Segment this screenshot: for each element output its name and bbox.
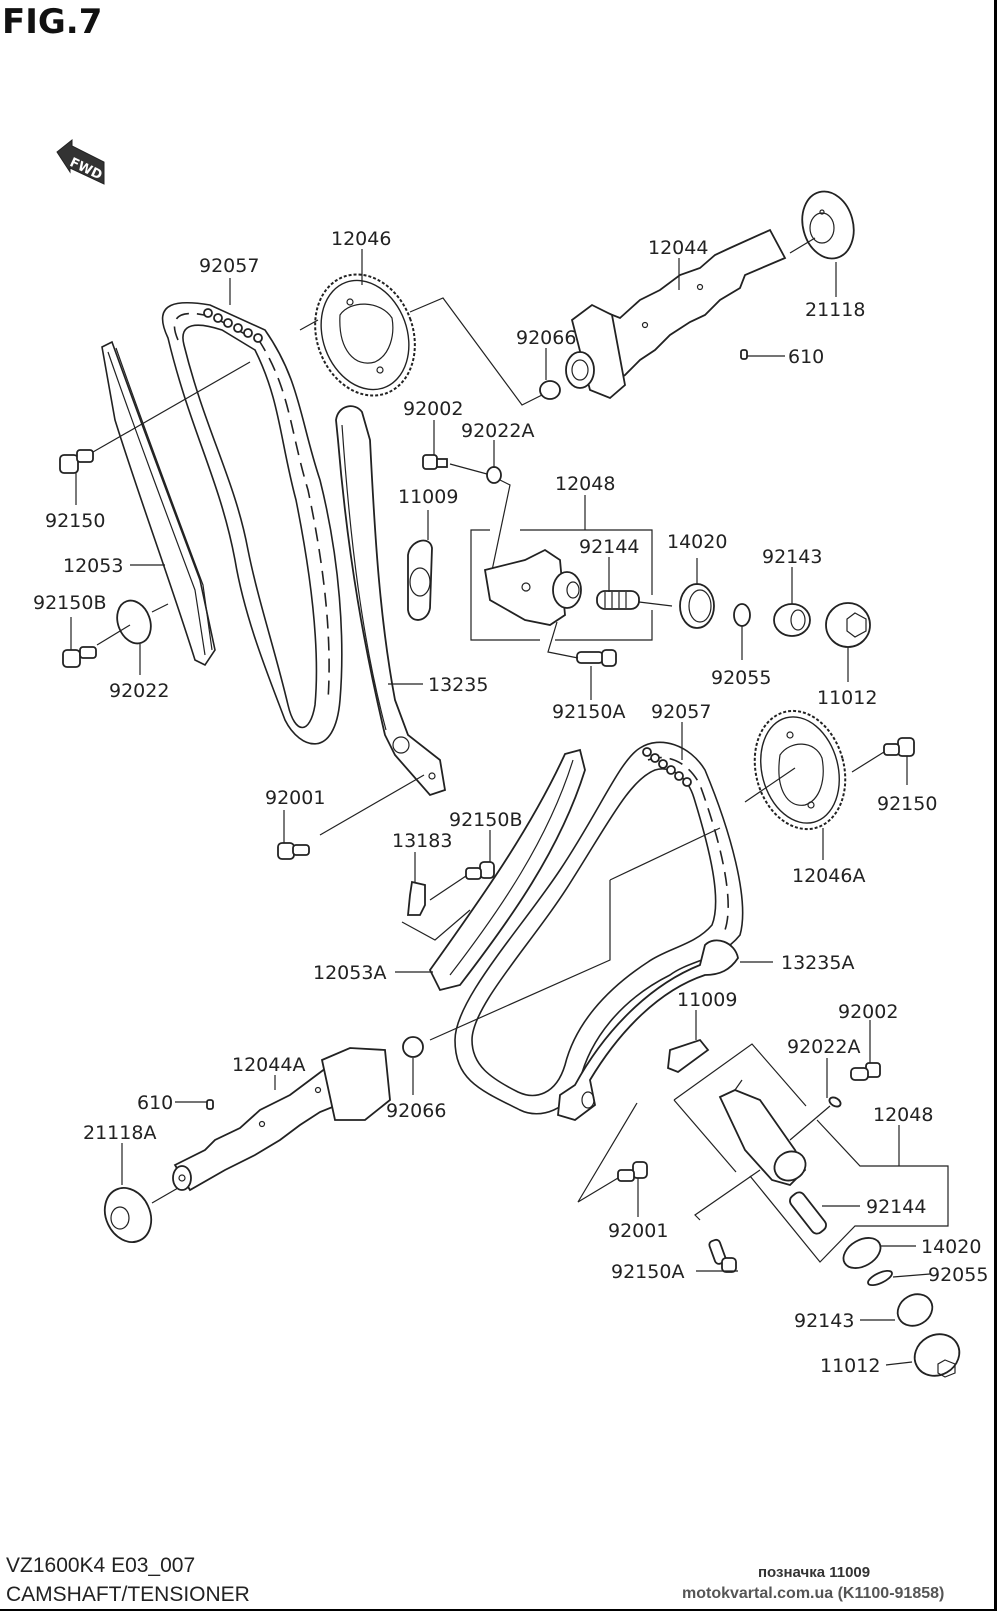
label-92150-lower: 92150 [877, 793, 937, 815]
site-watermark: motokvartal.com.ua (K1100-91858) [682, 1585, 945, 1602]
label-92022: 92022 [109, 680, 169, 702]
bolt-92150-upper [59, 449, 94, 474]
label-12053a: 12053A [313, 962, 386, 984]
spring-upper [596, 590, 640, 610]
label-92057: 92057 [199, 255, 259, 277]
label-92001: 92001 [265, 787, 325, 809]
chain-links-lower [642, 747, 692, 787]
bolt-92150a-lower [708, 1238, 737, 1273]
label-92055: 92055 [711, 667, 771, 689]
label-21118a: 21118A [83, 1122, 156, 1144]
tensioner-guide-lower [557, 939, 739, 1121]
label-92066: 92066 [516, 327, 576, 349]
dowel-pin-lower [206, 1099, 214, 1110]
label-12046a: 12046A [792, 865, 865, 887]
label-12048: 12048 [555, 473, 615, 495]
spring-lower [789, 1191, 827, 1235]
label-12053: 12053 [63, 555, 123, 577]
label-12048-lower: 12048 [873, 1104, 933, 1126]
bolt-92001-lower [617, 1161, 648, 1182]
label-92022a-lower: 92022A [787, 1036, 860, 1058]
label-12046: 12046 [331, 228, 391, 250]
tensioner-body-lower [718, 1089, 807, 1187]
o-ring-upper [733, 603, 751, 627]
bolt-92150-lower [883, 737, 915, 757]
label-92001-lower: 92001 [608, 1220, 668, 1242]
label-11012: 11012 [817, 687, 877, 709]
washer-92022a-upper [486, 466, 502, 484]
tensioner-body-upper [483, 548, 582, 626]
label-92022a: 92022A [461, 420, 534, 442]
label-14020: 14020 [667, 531, 727, 553]
label-21118: 21118 [805, 299, 865, 321]
label-92150a: 92150A [552, 701, 625, 723]
gasket-lower [667, 1038, 710, 1074]
label-11012-lower: 11012 [820, 1355, 880, 1377]
rotor-plate-upper [801, 190, 855, 260]
label-12044a: 12044A [232, 1054, 305, 1076]
label-92150b: 92150B [33, 592, 106, 614]
bolt-92001-upper [277, 842, 310, 860]
chain-links [203, 308, 263, 343]
label-610: 610 [788, 346, 824, 368]
fwd-arrow-icon: FWD [56, 138, 105, 185]
label-92055-lower: 92055 [928, 1264, 988, 1286]
bracket-13183 [407, 880, 426, 916]
label-92143: 92143 [762, 546, 822, 568]
bolt-92150b-upper [62, 646, 97, 668]
label-92144: 92144 [579, 536, 639, 558]
cap-lower [402, 1036, 424, 1058]
cam-sprocket-upper [314, 273, 416, 397]
label-11009-lower: 11009 [677, 989, 737, 1011]
label-610-lower: 610 [137, 1092, 173, 1114]
label-13235a: 13235A [781, 952, 854, 974]
cap-bolt-upper [825, 602, 871, 648]
washer-92022-upper [116, 599, 152, 645]
label-92057-lower: 92057 [651, 701, 711, 723]
bolt-92002-lower [850, 1062, 881, 1081]
label-13235: 13235 [428, 674, 488, 696]
label-92143-lower: 92143 [794, 1310, 854, 1332]
tensioner-cap-lower [842, 1237, 882, 1269]
label-92150: 92150 [45, 510, 105, 532]
cam-sprocket-lower [753, 709, 847, 831]
chain-guide-upper [101, 340, 216, 667]
label-92002-lower: 92002 [838, 1001, 898, 1023]
o-ring-lower [867, 1269, 893, 1287]
camshaft-upper [565, 228, 787, 400]
label-12044: 12044 [648, 237, 708, 259]
bolt-92150a-upper [576, 649, 617, 667]
cap-bolt-lower [913, 1333, 961, 1377]
camshaft-lower [172, 1047, 391, 1192]
label-92150a-lower: 92150A [611, 1261, 684, 1283]
tensioner-guide-upper [335, 405, 447, 797]
label-92002: 92002 [403, 398, 463, 420]
washer-92022a-lower [828, 1096, 842, 1108]
label-92144-lower: 92144 [866, 1196, 926, 1218]
gasket-upper [407, 539, 433, 621]
label-92150b-lower: 92150B [449, 809, 522, 831]
rotor-plate-lower [103, 1187, 153, 1243]
label-11009: 11009 [398, 486, 458, 508]
section-name: CAMSHAFT/TENSIONER [6, 1583, 250, 1606]
chain-guide-lower [428, 748, 586, 992]
dowel-pin-upper [740, 349, 748, 360]
figure-title: FIG.7 [2, 2, 103, 42]
label-14020-lower: 14020 [921, 1236, 981, 1258]
label-13183: 13183 [392, 830, 452, 852]
cap-upper [539, 380, 561, 400]
collar-lower [896, 1293, 934, 1327]
bolt-92150b-lower [465, 861, 495, 880]
label-92066-lower: 92066 [386, 1100, 446, 1122]
bolt-92002-upper [422, 454, 448, 470]
cam-chain-upper [161, 301, 343, 745]
reference-note: позначка 11009 [758, 1564, 871, 1581]
model-code: VZ1600K4 E03_007 [6, 1554, 196, 1577]
